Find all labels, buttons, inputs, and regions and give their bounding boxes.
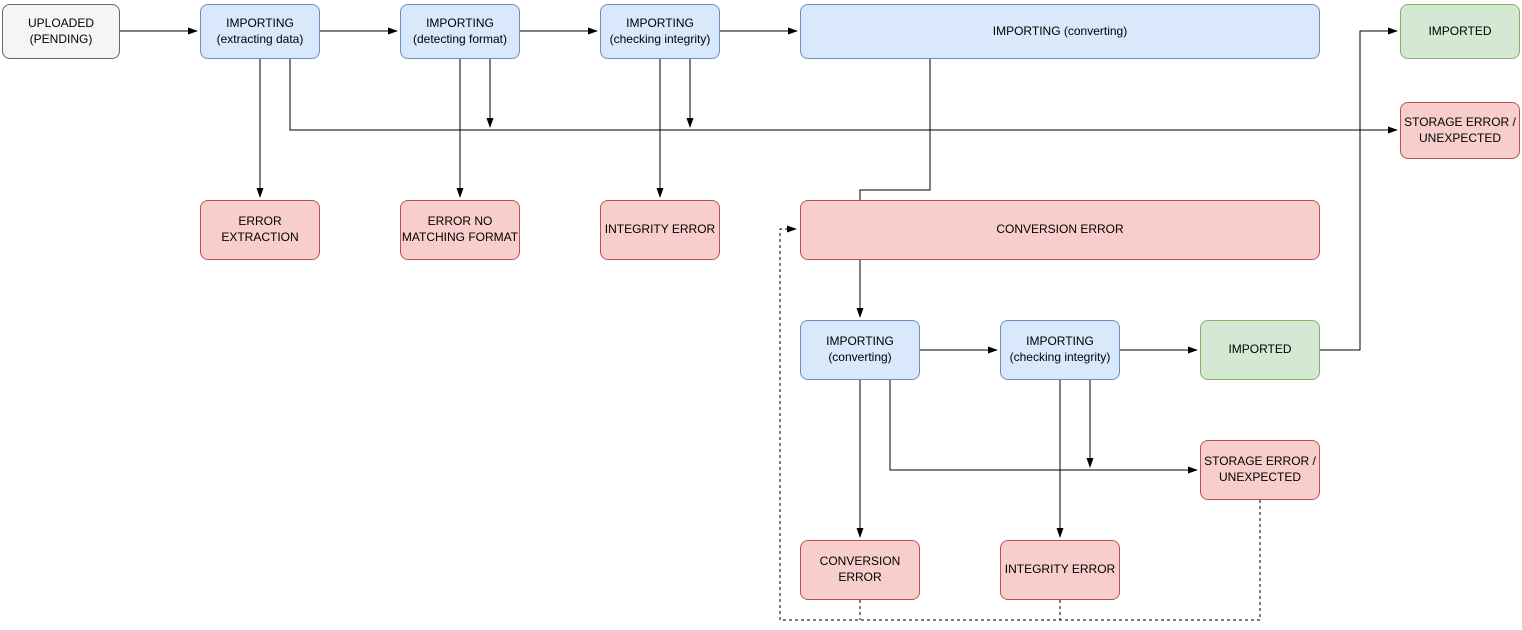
state-integrity-error: INTEGRITY ERROR: [600, 200, 720, 260]
state-importing-detecting: IMPORTING (detecting format): [400, 4, 520, 59]
state-storage-error-final: STORAGE ERROR / UNEXPECTED: [1400, 102, 1520, 159]
state-retry-storage-error: STORAGE ERROR / UNEXPECTED: [1200, 440, 1320, 500]
state-imported-final: IMPORTED: [1400, 4, 1520, 59]
edge-retry-converting-to-retry-storage-error: [889, 380, 1198, 474]
edge-converting-to-conversion-error: [859, 59, 931, 200]
edge-extracting-to-storage-error: [289, 59, 1398, 134]
state-importing-converting: IMPORTING (converting): [800, 4, 1320, 59]
state-retry-importing-checking: IMPORTING (checking integrity): [1000, 320, 1120, 380]
state-uploaded-pending: UPLOADED (PENDING): [2, 4, 120, 59]
edge-retry-imported-to-imported-final: [1320, 27, 1398, 351]
state-error-no-matching-format: ERROR NO MATCHING FORMAT: [400, 200, 520, 260]
state-retry-conversion-error: CONVERSION ERROR: [800, 540, 920, 600]
state-conversion-error: CONVERSION ERROR: [800, 200, 1320, 260]
state-retry-importing-converting: IMPORTING (converting): [800, 320, 920, 380]
state-retry-imported: IMPORTED: [1200, 320, 1320, 380]
state-importing-extracting: IMPORTING (extracting data): [200, 4, 320, 59]
edge-feedback-to-conversion-error: [779, 225, 1260, 621]
state-retry-integrity-error: INTEGRITY ERROR: [1000, 540, 1120, 600]
state-importing-checking: IMPORTING (checking integrity): [600, 4, 720, 59]
state-error-extraction: ERROR EXTRACTION: [200, 200, 320, 260]
